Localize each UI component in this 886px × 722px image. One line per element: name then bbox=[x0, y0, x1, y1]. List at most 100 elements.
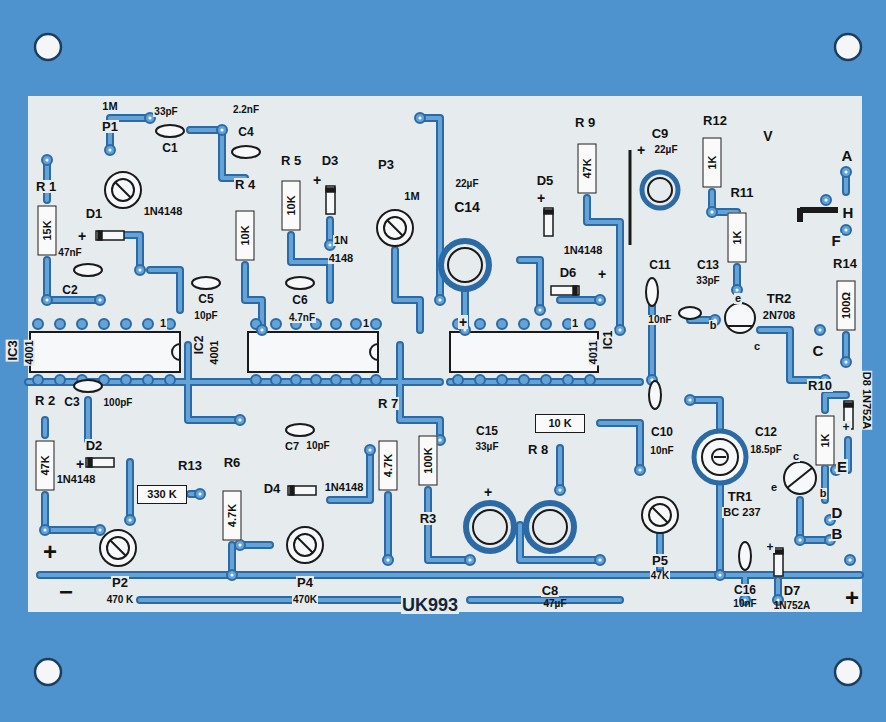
ic-pin bbox=[497, 319, 507, 329]
silkscreen-label: H bbox=[842, 205, 855, 220]
pad-hole bbox=[369, 449, 372, 452]
ic-pin bbox=[77, 319, 87, 329]
silkscreen-label: V bbox=[762, 129, 773, 143]
silkscreen-label: P1 bbox=[101, 120, 119, 133]
solder-pad bbox=[841, 167, 851, 177]
mounting-hole bbox=[835, 34, 861, 60]
silkscreen-label: 18.5pF bbox=[749, 445, 783, 455]
silkscreen-label: C7 bbox=[284, 441, 300, 452]
ic-package bbox=[30, 332, 180, 372]
ic-pin bbox=[165, 375, 175, 385]
silkscreen-label: + bbox=[75, 457, 85, 471]
resistor-body: 10K bbox=[236, 210, 255, 260]
silkscreen-label: 47K bbox=[650, 571, 670, 581]
silkscreen-label: TR1 bbox=[727, 490, 754, 503]
silkscreen-label: 1M bbox=[101, 101, 118, 112]
ic-pin bbox=[271, 375, 281, 385]
silkscreen-label: 1 bbox=[362, 318, 370, 329]
silkscreen-label: 33µF bbox=[475, 442, 500, 452]
resistor-body: 100K bbox=[419, 435, 438, 485]
silkscreen-label: C bbox=[812, 343, 825, 358]
silkscreen-label: R6 bbox=[223, 456, 242, 469]
pad-hole bbox=[239, 544, 242, 547]
silkscreen-label: + bbox=[312, 173, 322, 187]
pad-hole bbox=[825, 199, 828, 202]
silkscreen-label: 470 K bbox=[106, 595, 135, 605]
trimmer-potentiometer bbox=[110, 540, 126, 556]
resistor-body: 4.7K bbox=[223, 490, 242, 540]
silkscreen-label: + bbox=[765, 541, 774, 553]
ceramic-capacitor bbox=[156, 125, 184, 137]
silkscreen-label: C6 bbox=[291, 294, 308, 306]
pad-hole bbox=[845, 229, 848, 232]
silkscreen-label: 1N752A bbox=[773, 601, 812, 611]
transistor-symbol bbox=[725, 303, 816, 494]
silkscreen-label: 22µF bbox=[455, 179, 480, 189]
trimmer-capacitor bbox=[712, 449, 728, 465]
pad-hole bbox=[736, 289, 739, 292]
ic-pin bbox=[311, 375, 321, 385]
resistor-body: 1K bbox=[816, 415, 835, 465]
solder-pad bbox=[685, 395, 695, 405]
silkscreen-label: 1M bbox=[403, 191, 420, 202]
trimmer-potentiometer bbox=[294, 534, 316, 556]
trimmer-potentiometer bbox=[115, 182, 131, 198]
silkscreen-label: + bbox=[844, 586, 860, 610]
pad-hole bbox=[329, 244, 332, 247]
ceramic-capacitor bbox=[649, 381, 661, 409]
solder-pad bbox=[235, 415, 245, 425]
pad-hole bbox=[599, 299, 602, 302]
ceramic-capacitor bbox=[646, 278, 658, 306]
silkscreen-label: 470K bbox=[292, 595, 318, 605]
ic-pin bbox=[55, 375, 65, 385]
trimmer-potentiometer bbox=[384, 217, 406, 239]
ceramic-capacitor bbox=[232, 146, 260, 158]
silkscreen-label: 10nF bbox=[732, 599, 757, 609]
mounting-hole bbox=[835, 659, 861, 685]
silkscreen-label: 1 bbox=[571, 318, 579, 329]
pad-hole bbox=[799, 539, 802, 542]
component-value: 15K bbox=[42, 220, 53, 240]
ic-pin bbox=[331, 375, 341, 385]
component-value: 4.7K bbox=[227, 503, 238, 526]
solder-pad bbox=[555, 485, 565, 495]
resistor-body: 15K bbox=[38, 205, 57, 255]
pad-hole bbox=[99, 299, 102, 302]
diode-symbol bbox=[774, 550, 783, 554]
ceramic-capacitor bbox=[679, 307, 701, 319]
silkscreen-label: 47nF bbox=[57, 248, 82, 258]
silkscreen-label: 1N4148 bbox=[563, 245, 604, 256]
electrolytic-capacitor bbox=[648, 178, 672, 202]
pad-hole bbox=[99, 529, 102, 532]
ic-pin bbox=[251, 375, 261, 385]
ic-pin bbox=[99, 319, 109, 329]
pad-hole bbox=[261, 329, 264, 332]
silkscreen-label: 1N4148 bbox=[143, 206, 184, 217]
silkscreen-label: 1N4148 bbox=[56, 474, 97, 485]
trimmer-potentiometer bbox=[112, 179, 134, 201]
solder-pad bbox=[257, 325, 267, 335]
pad-hole bbox=[439, 439, 442, 442]
solder-pad bbox=[841, 225, 851, 235]
ic-pin bbox=[121, 375, 131, 385]
silkscreen-label: A bbox=[841, 148, 854, 163]
diode-symbol bbox=[544, 208, 553, 236]
electrolytic-capacitor bbox=[473, 510, 507, 544]
trimmer-potentiometer bbox=[287, 527, 323, 563]
component-value: 1K bbox=[820, 433, 831, 447]
silkscreen-label: R 9 bbox=[574, 116, 596, 129]
pad-hole bbox=[539, 309, 542, 312]
electrolytic-capacitor bbox=[533, 510, 567, 544]
silkscreen-label: 2.2nF bbox=[232, 105, 260, 115]
silkscreen-label: + bbox=[458, 315, 468, 329]
resistor-body: 1K bbox=[728, 212, 747, 262]
silkscreen-label: 4.7nF bbox=[288, 313, 316, 323]
solder-pad bbox=[42, 155, 52, 165]
silkscreen-label: TR2 bbox=[766, 292, 793, 305]
ic-pin bbox=[55, 319, 65, 329]
ic-pin bbox=[563, 375, 573, 385]
silkscreen-label: C10 bbox=[650, 426, 674, 438]
component-value: 10 K bbox=[548, 418, 571, 429]
ic-pin bbox=[541, 319, 551, 329]
